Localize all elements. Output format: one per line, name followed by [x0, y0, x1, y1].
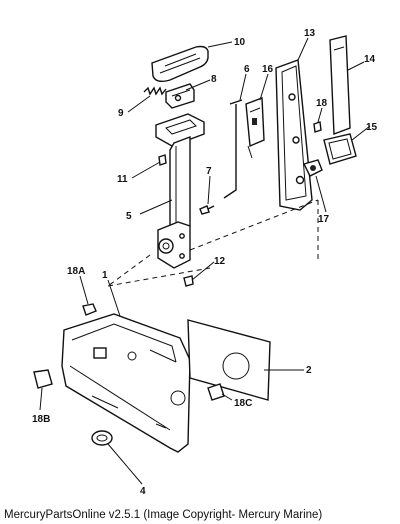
callout-10: 10 [234, 37, 246, 48]
callout-7: 7 [206, 166, 212, 177]
side-plate-part [275, 59, 313, 211]
assembly-guide-lines [107, 199, 319, 287]
callout-18: 18 [316, 98, 328, 109]
callout-15: 15 [366, 122, 378, 133]
bushing-part [91, 430, 113, 446]
main-housing-part [61, 313, 191, 453]
housing-gasket-part [187, 319, 271, 401]
cap-part [33, 369, 53, 389]
callout-4: 4 [140, 486, 146, 497]
callout-18c: 18C [234, 398, 252, 409]
plug-part [207, 383, 225, 401]
seal-part [323, 133, 357, 165]
leader-lines [39, 37, 371, 485]
callout-14: 14 [364, 54, 376, 65]
callout-16: 16 [262, 64, 274, 75]
callout-11: 11 [117, 174, 128, 185]
pin-part [199, 205, 215, 215]
spring-part [143, 86, 167, 96]
callout-9: 9 [118, 108, 124, 119]
control-handle-part [151, 45, 209, 83]
callout-6: 6 [244, 64, 250, 75]
callout-8: 8 [211, 74, 217, 85]
switch-part [245, 97, 265, 159]
callout-18b: 18B [32, 414, 50, 425]
screw-12-part [183, 275, 194, 287]
callout-1: 1 [102, 270, 108, 281]
callout-5: 5 [126, 211, 132, 222]
callout-12: 12 [214, 256, 226, 267]
screw-11-part [158, 154, 167, 166]
callout-17: 17 [318, 214, 330, 225]
callout-13: 13 [304, 28, 316, 39]
link-rod-part [223, 99, 243, 199]
callout-2: 2 [306, 365, 312, 376]
detent-part [165, 83, 195, 109]
control-arm-part [155, 113, 205, 269]
callout-18a: 18A [67, 266, 85, 277]
gasket-strip-part [329, 35, 351, 135]
knob-part [302, 159, 323, 177]
nut-part [82, 303, 97, 316]
screw-18-part [313, 121, 322, 133]
copyright-caption: MercuryPartsOnline v2.5.1 (Image Copyrig… [4, 509, 323, 521]
